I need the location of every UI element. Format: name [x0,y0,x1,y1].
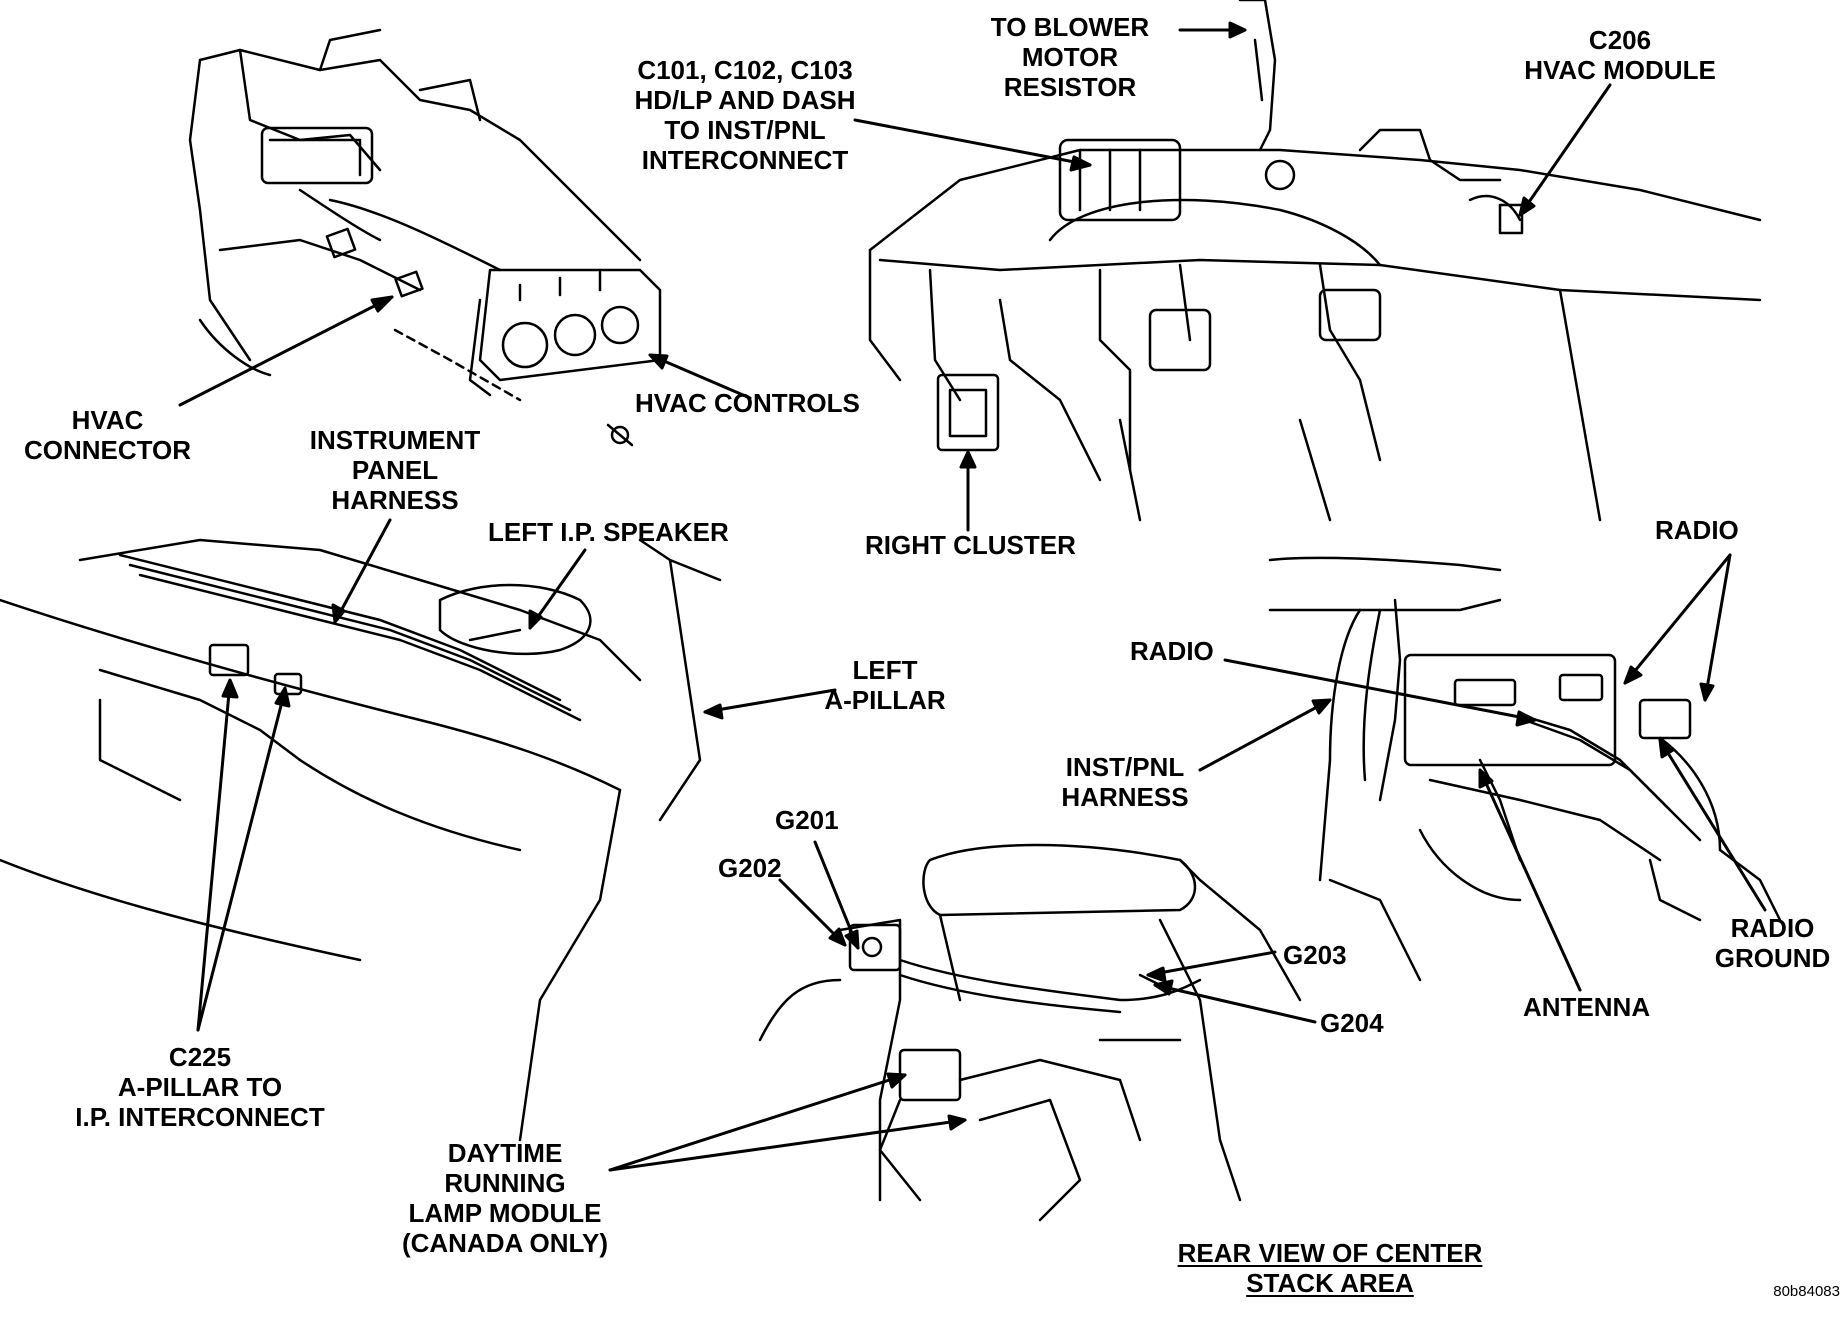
rear-view-center-stack-illustration [758,843,1302,1222]
label-g204: G204 [1320,1008,1384,1038]
label-c101-c102-c103: C101, C102, C103 HD/LP AND DASH TO INST/… [634,55,856,175]
label-to-blower-motor-resistor: TO BLOWER MOTOR RESISTOR [990,12,1150,102]
label-right-cluster: RIGHT CLUSTER [865,530,1076,560]
label-radio-ground: RADIO GROUND [1714,913,1831,973]
label-instrument-panel-harness: INSTRUMENT PANEL HARNESS [309,425,481,515]
label-hvac-controls: HVAC CONTROLS [635,388,860,418]
label-drl-module: DAYTIME RUNNING LAMP MODULE (CANADA ONLY… [401,1138,609,1258]
label-c225: C225 A-PILLAR TO I.P. INTERCONNECT [75,1042,325,1132]
label-g203: G203 [1283,940,1347,970]
label-left-ip-speaker: LEFT I.P. SPEAKER [488,517,729,547]
radio-center-stack-illustration [1268,556,1782,982]
label-left-a-pillar: LEFT A-PILLAR [824,655,946,715]
left-ip-a-pillar-illustration [0,538,722,1142]
label-g202: G202 [718,853,782,883]
label-radio-top: RADIO [1655,515,1739,545]
label-inst-pnl-harness: INST/PNL HARNESS [1061,752,1189,812]
figure-id: 80b84083 [1773,1283,1840,1300]
dash-hvac-module-illustration [868,0,1762,522]
label-g201: G201 [775,805,839,835]
label-radio-mid: RADIO [1130,636,1214,666]
leader-arrows [178,21,1767,1172]
label-hvac-connector: HVAC CONNECTOR [23,405,192,465]
label-antenna: ANTENNA [1523,992,1651,1022]
rear-view-title: REAR VIEW OF CENTER STACK AREA [1177,1238,1483,1298]
hvac-controls-illustration [188,28,662,447]
label-c206-hvac-module: C206 HVAC MODULE [1524,25,1716,85]
